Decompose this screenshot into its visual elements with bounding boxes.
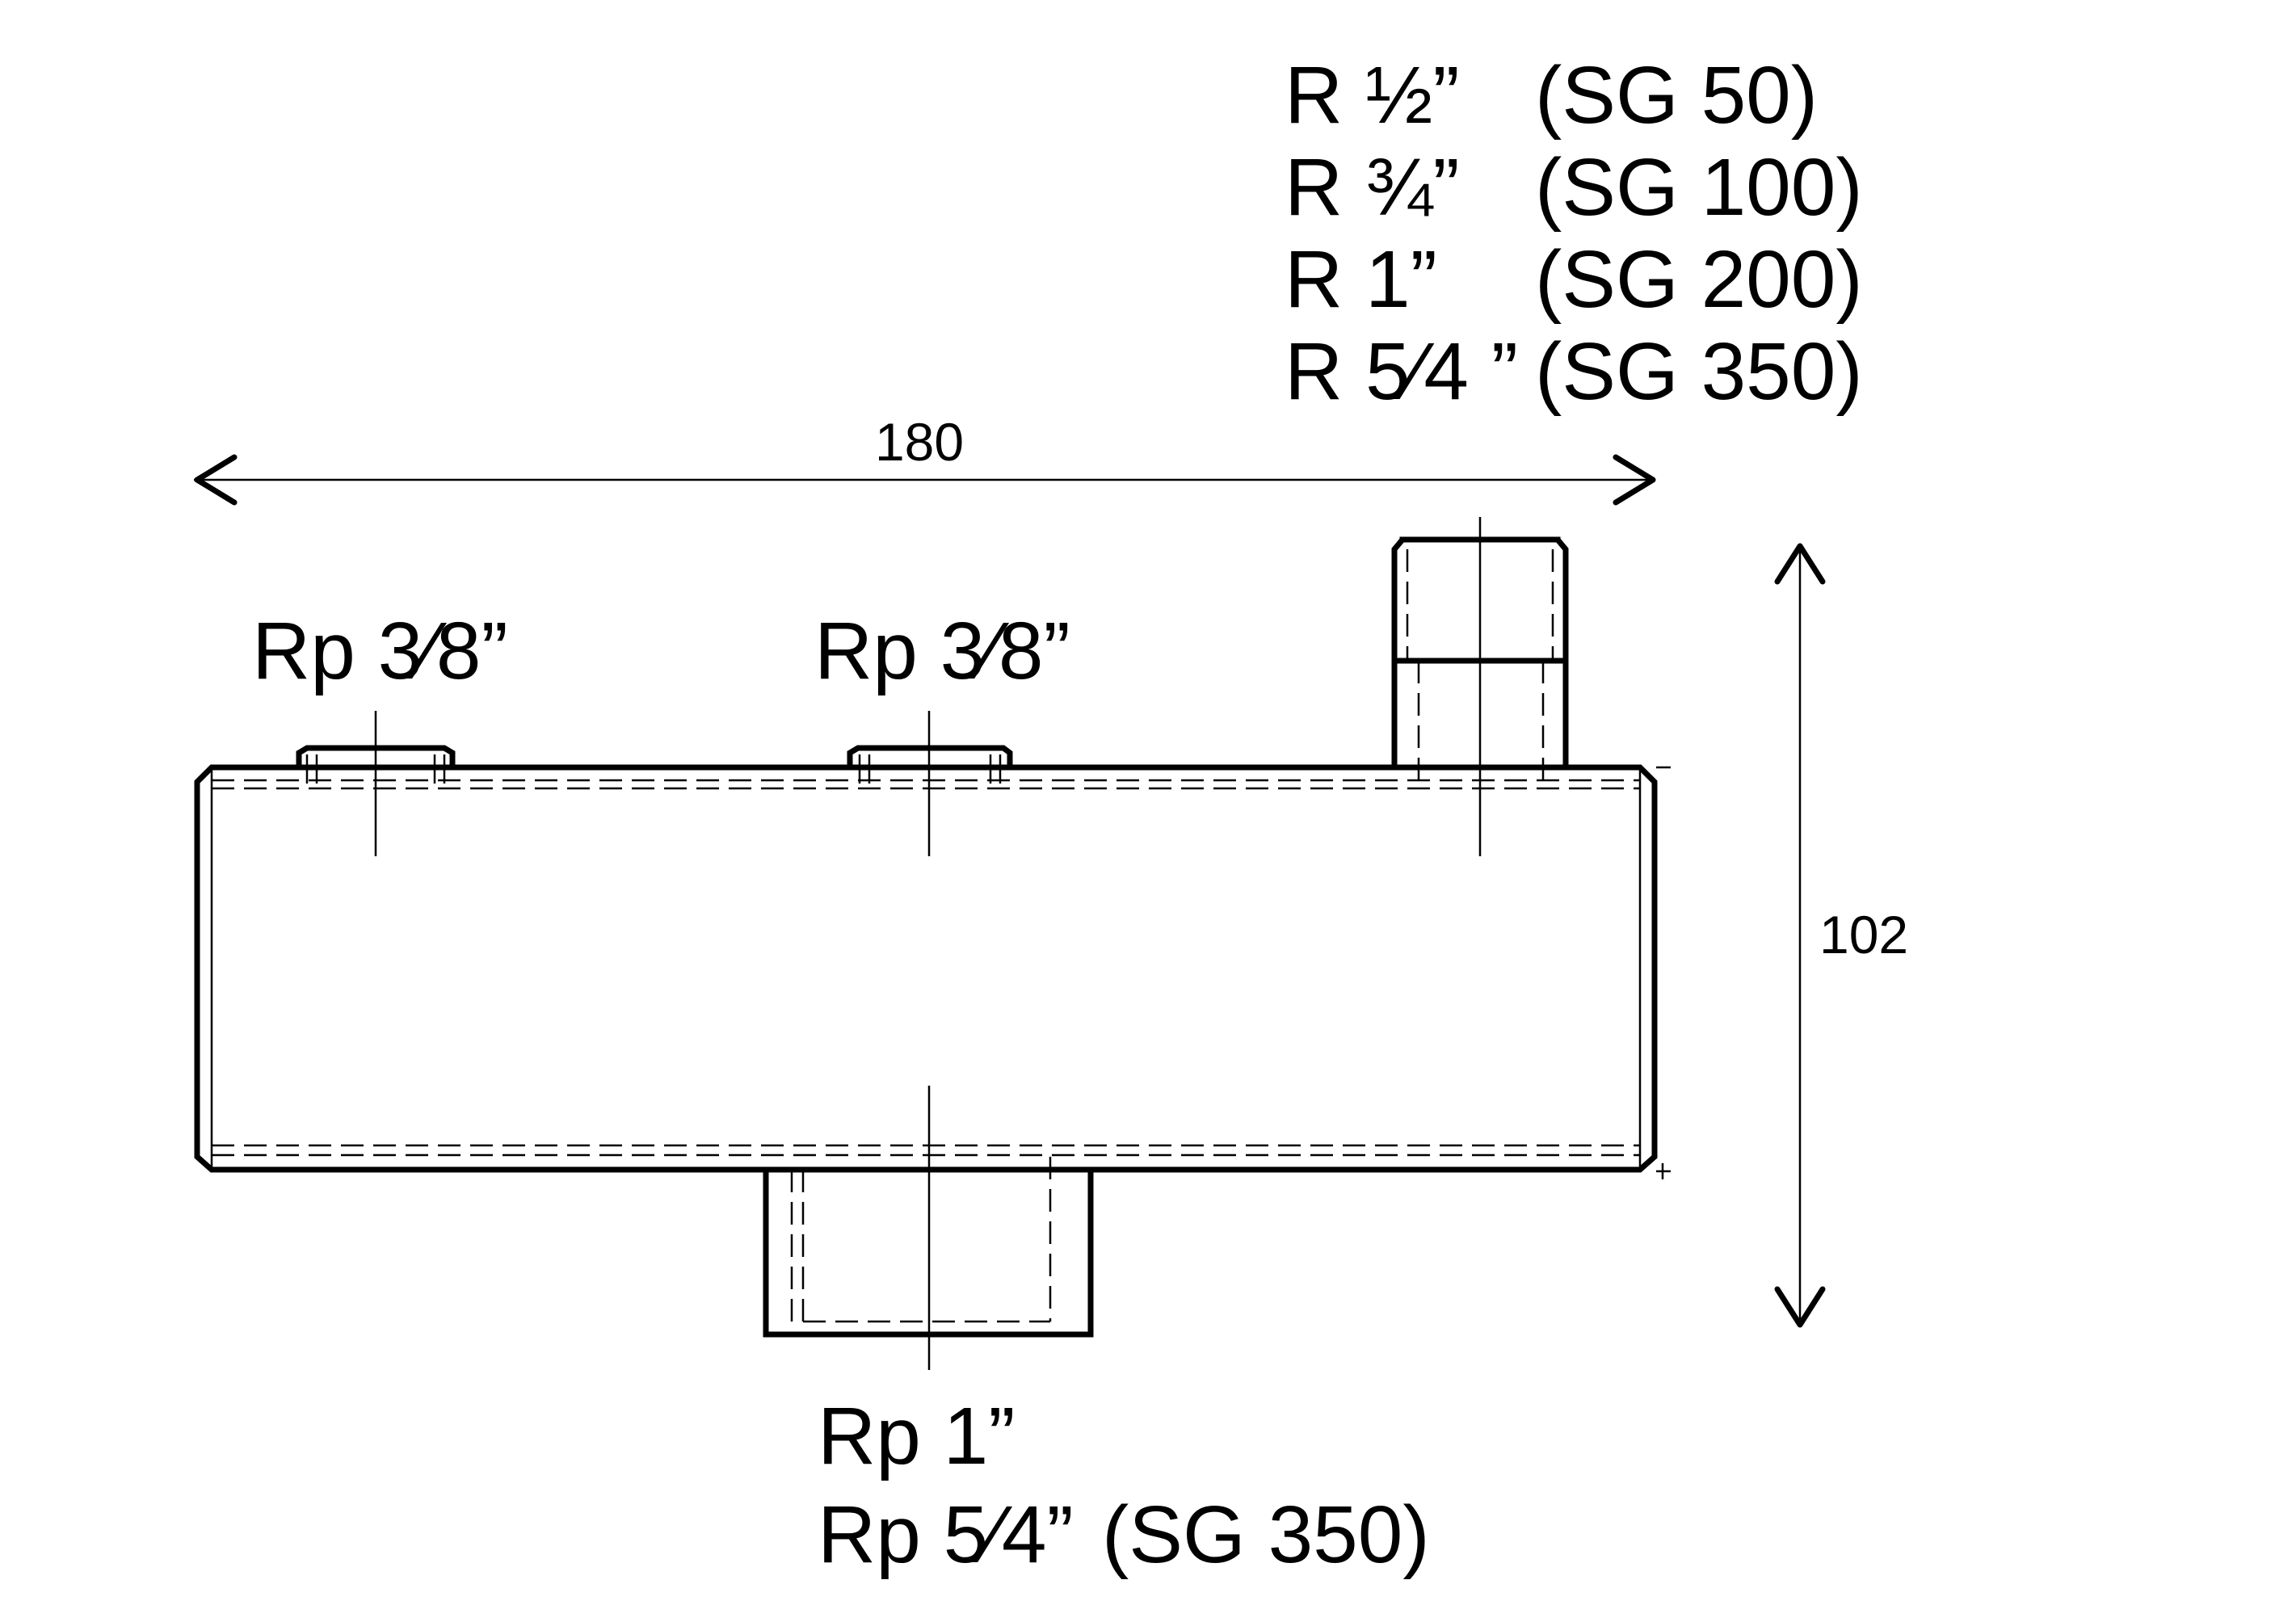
port-middle-label: Rp 3⁄8” bbox=[814, 606, 1070, 696]
bottom-socket-label-1: Rp 1” bbox=[818, 1391, 1016, 1481]
height-arrow-top bbox=[1774, 543, 1826, 585]
length-dimension-value: 180 bbox=[875, 412, 964, 472]
bottom-socket-label-2-thread: Rp 5⁄4” bbox=[818, 1490, 1074, 1580]
header-body bbox=[194, 764, 1671, 1179]
body-outline bbox=[194, 764, 1658, 1173]
height-arrow-bottom bbox=[1774, 1286, 1826, 1328]
spec-model-1: (SG 50) bbox=[1535, 50, 1818, 141]
length-arrow-right bbox=[1613, 454, 1656, 506]
port-left-label: Rp 3⁄8” bbox=[252, 606, 508, 696]
port-middle-boss bbox=[847, 745, 1013, 771]
length-arrow-left bbox=[194, 454, 238, 506]
length-dimension: 180 bbox=[194, 412, 1656, 506]
spec-model-3: (SG 200) bbox=[1535, 234, 1863, 325]
spec-thread-2: R ¾” bbox=[1285, 142, 1460, 233]
port-left: Rp 3⁄8” bbox=[252, 606, 508, 856]
outlet-nipple bbox=[1391, 517, 1569, 856]
spec-thread-3: R 1” bbox=[1285, 234, 1437, 325]
bottom-socket: Rp 1” Rp 5⁄4” (SG 350) bbox=[763, 1086, 1430, 1580]
height-dimension: 102 bbox=[1774, 543, 1908, 1328]
outlet-spec-list: R ½” (SG 50) R ¾” (SG 100) R 1” (SG 200)… bbox=[1285, 50, 1863, 417]
spec-thread-1: R ½” bbox=[1285, 50, 1460, 141]
bottom-socket-label-2-model: (SG 350) bbox=[1102, 1490, 1430, 1580]
spec-thread-4: R 5⁄4 ” bbox=[1285, 326, 1518, 417]
spec-model-2: (SG 100) bbox=[1535, 142, 1863, 233]
port-middle: Rp 3⁄8” bbox=[814, 606, 1070, 856]
height-dimension-value: 102 bbox=[1819, 905, 1908, 964]
spec-model-4: (SG 350) bbox=[1535, 326, 1863, 417]
